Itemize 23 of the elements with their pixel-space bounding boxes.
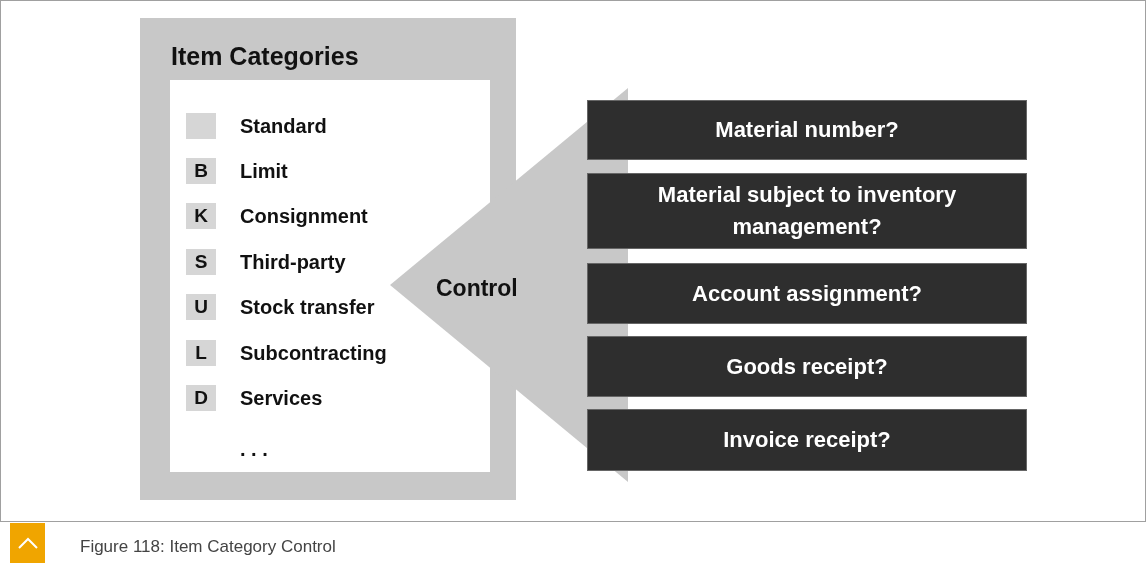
category-code: D: [186, 385, 216, 411]
category-name: Third-party: [240, 250, 346, 275]
category-name: Services: [240, 386, 323, 411]
category-code: U: [186, 294, 216, 320]
category-code: K: [186, 203, 216, 229]
control-label: Control: [436, 274, 518, 303]
category-name: Subcontracting: [240, 341, 387, 366]
category-code: B: [186, 158, 216, 184]
question-box: Material number?: [587, 100, 1027, 160]
category-panel: [140, 18, 516, 500]
question-box: Material subject to inventory management?: [587, 173, 1027, 249]
panel-title: Item Categories: [171, 41, 359, 72]
category-name: Limit: [240, 159, 288, 184]
category-code: L: [186, 340, 216, 366]
category-name: Stock transfer: [240, 295, 375, 320]
ellipsis-text: . . .: [240, 437, 268, 462]
figure-caption: Figure 118: Item Category Control: [80, 536, 336, 558]
category-name: Consignment: [240, 204, 368, 229]
question-box: Invoice receipt?: [587, 409, 1027, 471]
question-box: Goods receipt?: [587, 336, 1027, 397]
category-code: S: [186, 249, 216, 275]
category-name: Standard: [240, 114, 327, 139]
question-box: Account assignment?: [587, 263, 1027, 324]
